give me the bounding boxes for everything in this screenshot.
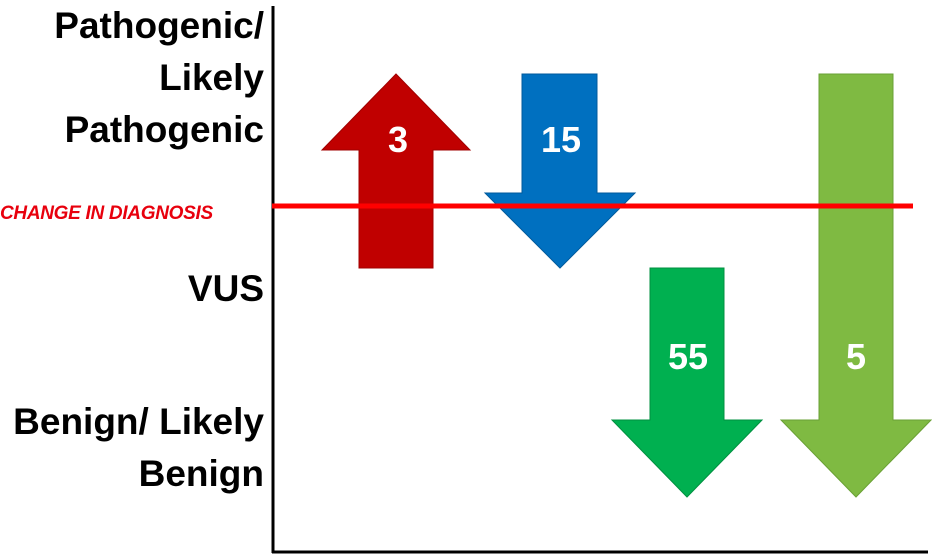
label-pathogenic-line2: Likely <box>159 57 264 98</box>
arrow-down-green <box>610 267 764 498</box>
arrow-down-lightgreen <box>779 73 932 498</box>
label-pathogenic: Pathogenic/ Likely Pathogenic <box>54 0 264 156</box>
label-benign-line2: Benign <box>138 453 264 494</box>
count-arrow-up-red: 3 <box>387 119 409 160</box>
label-benign-line1: Benign/ Likely <box>13 401 264 442</box>
change-in-diagnosis-label: CHANGE IN DIAGNOSIS <box>0 203 213 224</box>
arrow-down-blue <box>483 73 637 269</box>
label-benign: Benign/ Likely Benign <box>13 396 264 500</box>
count-arrow-down-blue: 15 <box>540 119 582 160</box>
label-vus-text: VUS <box>187 268 264 309</box>
label-vus: VUS <box>188 263 264 315</box>
label-pathogenic-line3: Pathogenic <box>64 109 264 150</box>
label-pathogenic-line1: Pathogenic/ <box>54 5 264 46</box>
arrow-up-red <box>320 73 472 269</box>
count-arrow-down-green: 55 <box>667 336 709 377</box>
count-arrow-down-lightgreen: 5 <box>845 336 867 377</box>
